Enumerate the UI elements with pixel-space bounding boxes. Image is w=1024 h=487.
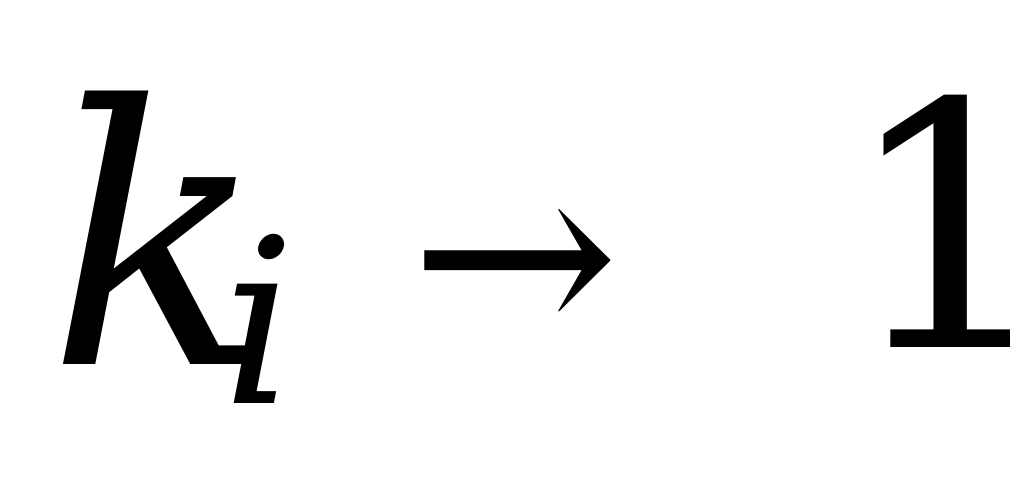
right-arrow-icon: → [410, 109, 620, 400]
variable-k: k [48, 30, 267, 449]
number-one: 1 [842, 32, 1024, 428]
subscript-i: i [222, 191, 296, 458]
